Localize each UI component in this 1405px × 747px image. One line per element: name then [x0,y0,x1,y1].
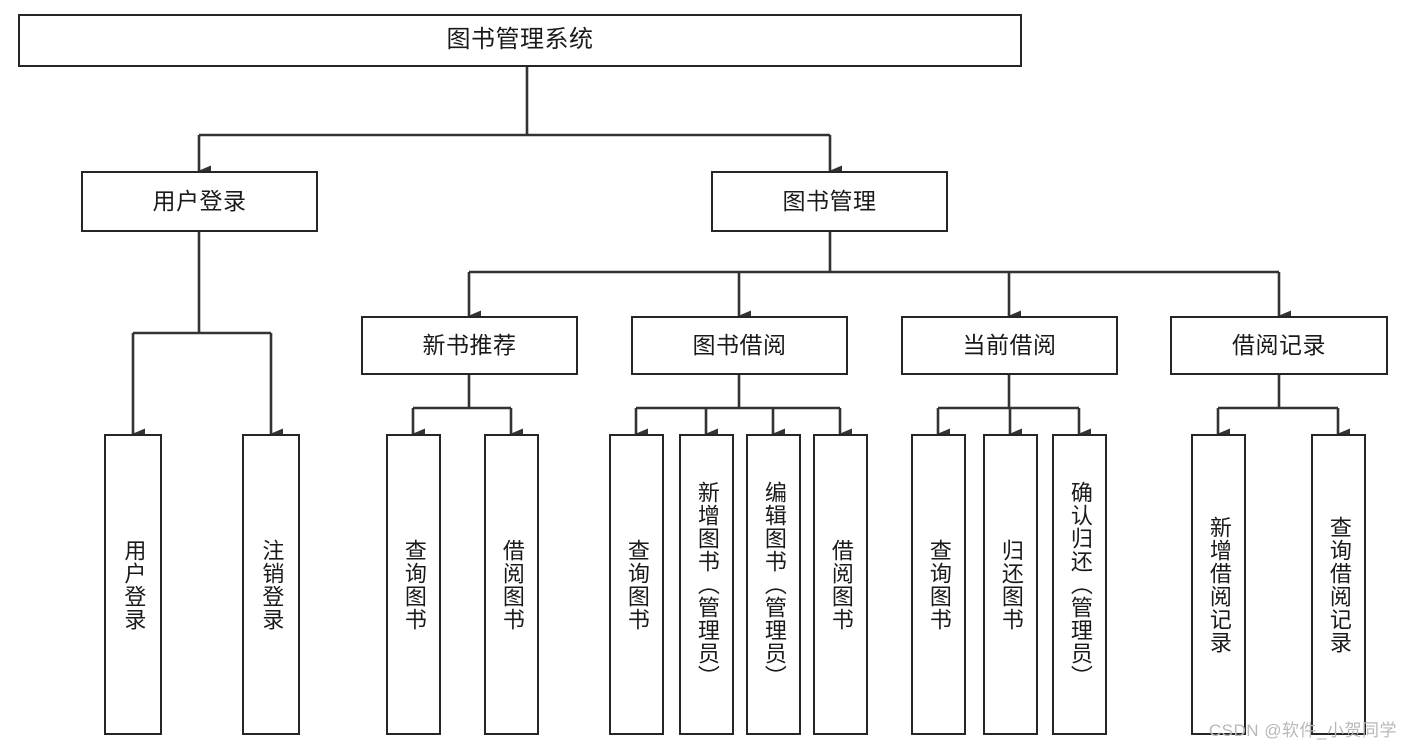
node-label-leaf-borrow-book-2: 借阅图书 [828,538,854,631]
node-label-leaf-confirm-return: 确认归还（管理员） [1067,481,1093,688]
node-leaf-query-book-1[interactable]: 查询图书 [386,434,441,735]
node-label-book-borrow: 图书借阅 [692,331,787,358]
node-label-leaf-query-record: 查询借阅记录 [1326,515,1352,654]
node-leaf-user-login[interactable]: 用户登录 [104,434,162,735]
node-current-borrow[interactable]: 当前借阅 [901,316,1118,375]
connector-c-borrow-record [1216,375,1350,440]
node-label-user-login: 用户登录 [152,187,247,214]
node-new-book-rec[interactable]: 新书推荐 [361,316,578,375]
connector-c-user-login [131,232,283,440]
node-leaf-query-book-2[interactable]: 查询图书 [609,434,664,735]
node-label-leaf-add-book: 新增图书（管理员） [694,481,720,688]
node-label-leaf-user-login: 用户登录 [121,538,147,631]
node-label-new-book-rec: 新书推荐 [422,331,517,358]
node-leaf-edit-book[interactable]: 编辑图书（管理员） [746,434,801,735]
node-label-leaf-borrow-book-1: 借阅图书 [499,538,525,631]
connector-c-new-book-rec [411,375,523,440]
node-leaf-query-book-3[interactable]: 查询图书 [911,434,966,735]
node-leaf-add-record[interactable]: 新增借阅记录 [1191,434,1246,735]
node-label-borrow-record: 借阅记录 [1232,331,1326,358]
node-label-book-manage: 图书管理 [782,187,877,214]
node-book-borrow[interactable]: 图书借阅 [631,316,848,375]
node-leaf-borrow-book-2[interactable]: 借阅图书 [813,434,868,735]
node-label-leaf-query-book-3: 查询图书 [926,538,952,631]
node-label-leaf-query-book-2: 查询图书 [624,538,650,631]
node-label-leaf-add-record: 新增借阅记录 [1206,515,1232,654]
node-label-leaf-query-book-1: 查询图书 [401,538,427,631]
node-leaf-confirm-return[interactable]: 确认归还（管理员） [1052,434,1107,735]
node-label-leaf-return-book: 归还图书 [998,538,1024,631]
node-user-login[interactable]: 用户登录 [81,171,318,232]
node-label-root: 图书管理系统 [446,26,594,54]
connector-c-book-borrow [634,375,852,440]
node-label-leaf-edit-book: 编辑图书（管理员） [761,481,787,688]
node-book-manage[interactable]: 图书管理 [711,171,948,232]
node-label-leaf-user-logout: 注销登录 [259,538,285,631]
node-label-current-borrow: 当前借阅 [962,331,1057,358]
node-borrow-record[interactable]: 借阅记录 [1170,316,1388,375]
connector-c-current-borrow [936,375,1091,440]
node-leaf-query-record[interactable]: 查询借阅记录 [1311,434,1366,735]
node-root[interactable]: 图书管理系统 [18,14,1022,67]
node-leaf-user-logout[interactable]: 注销登录 [242,434,300,735]
connector-c-root [197,67,842,177]
node-leaf-borrow-book-1[interactable]: 借阅图书 [484,434,539,735]
node-leaf-return-book[interactable]: 归还图书 [983,434,1038,735]
node-leaf-add-book[interactable]: 新增图书（管理员） [679,434,734,735]
connector-c-book-manage [467,232,1291,322]
